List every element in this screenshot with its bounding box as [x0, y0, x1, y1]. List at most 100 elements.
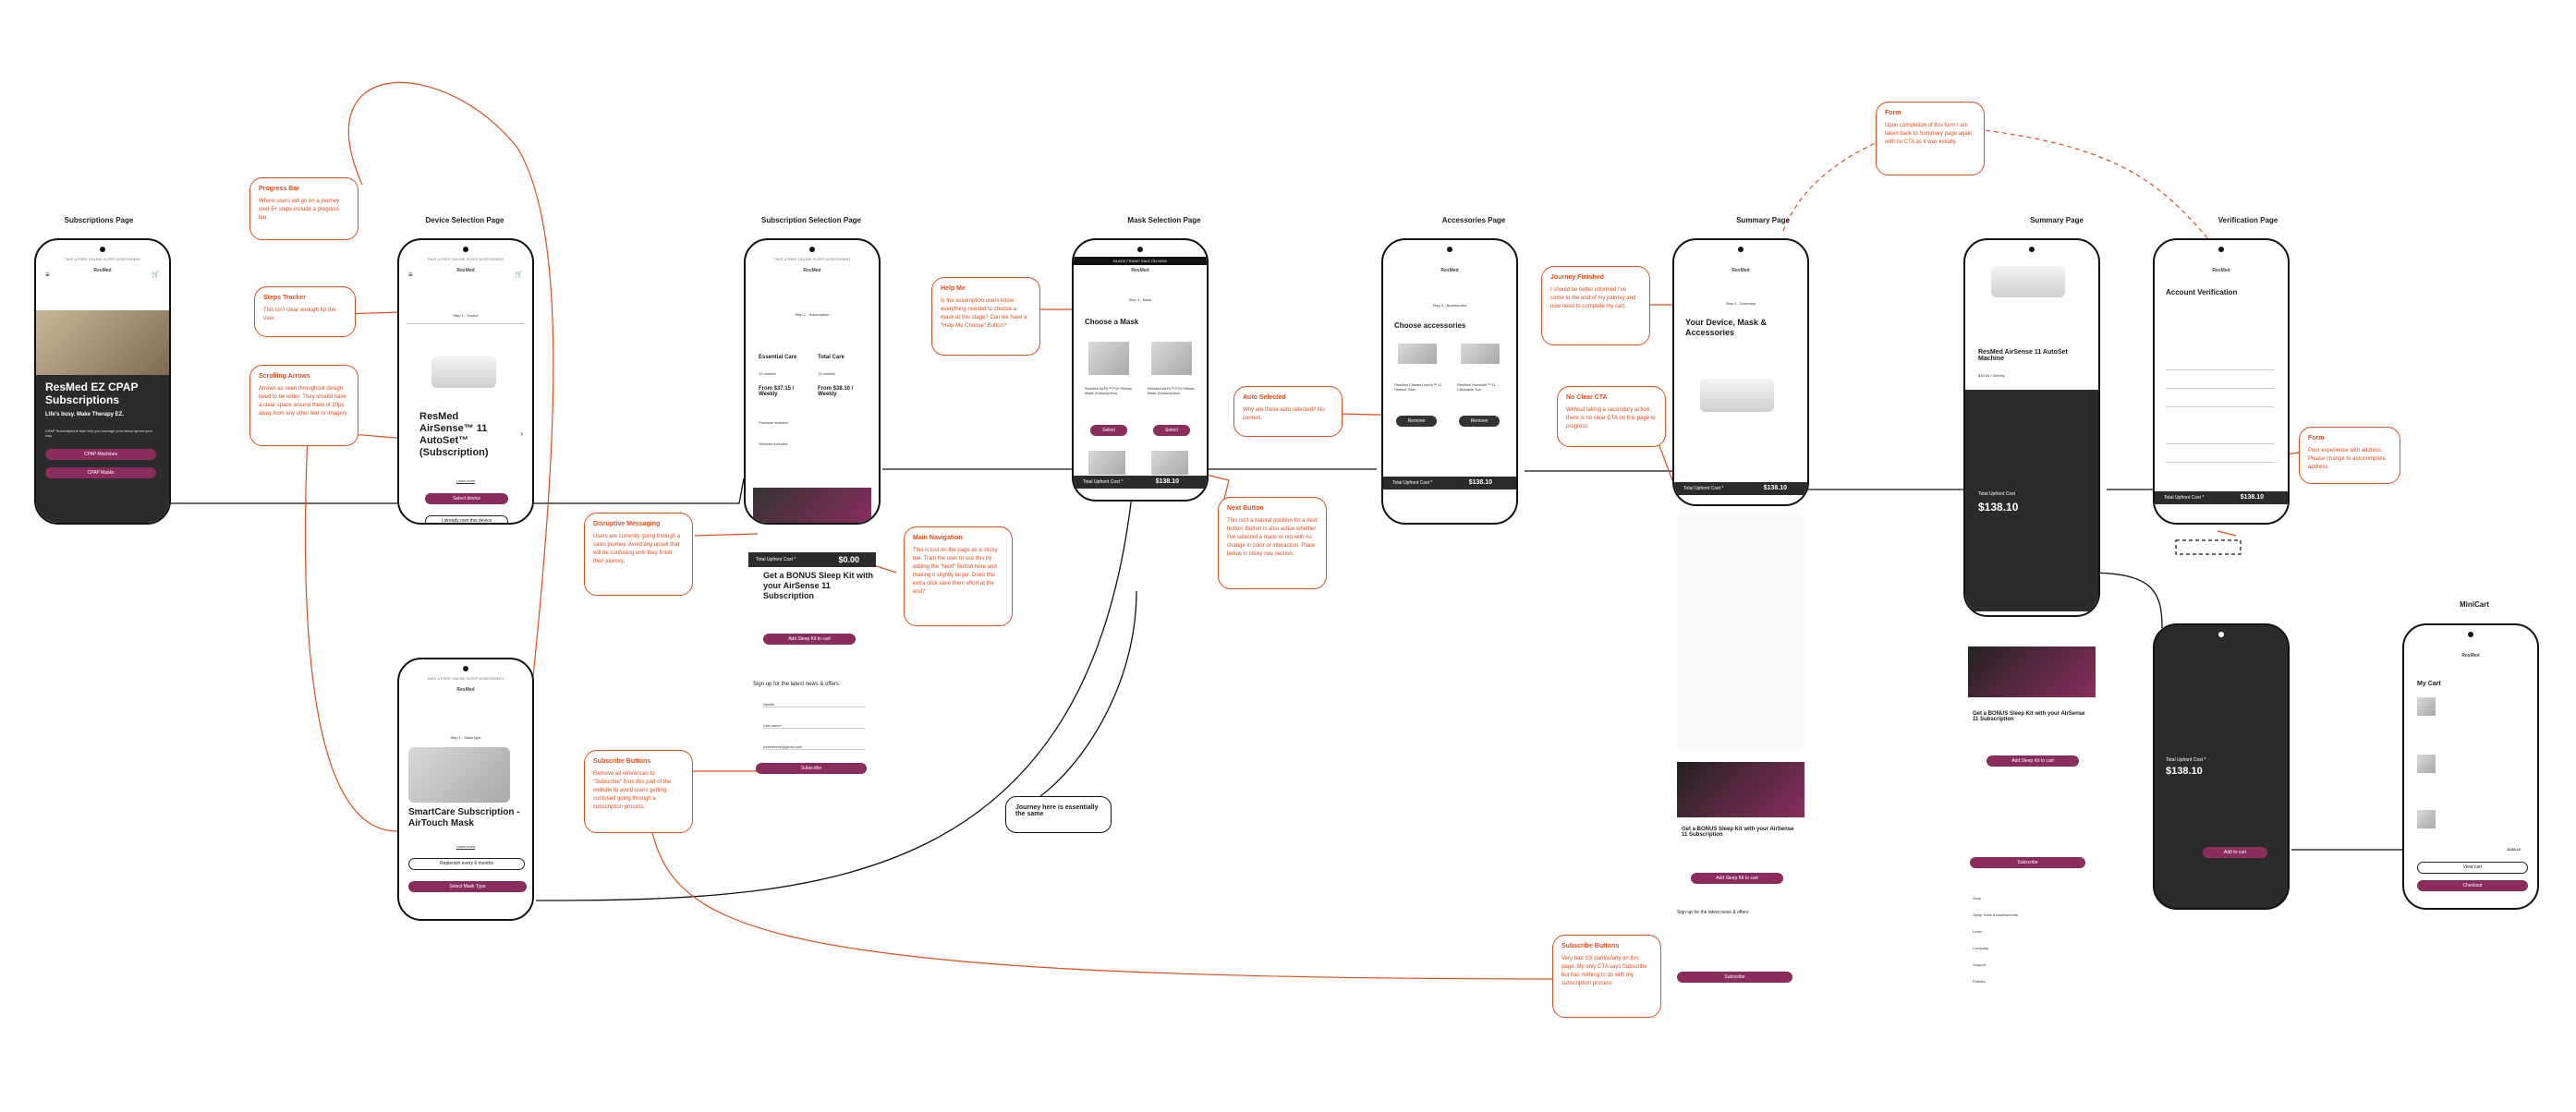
subscribe-button[interactable]: Subscribe — [756, 763, 867, 774]
steps-tracker: Step 4 - Accessories — [1432, 303, 1467, 308]
steps-tracker: Step 1 - Mask type — [450, 735, 481, 740]
already-own-device-button[interactable]: I already own this device — [425, 515, 508, 523]
add-sleep-kit-button[interactable]: Add Sleep Kit to cart — [763, 634, 856, 645]
address-field[interactable] — [2166, 462, 2275, 463]
sale-banner[interactable]: BLACK FRIDAY SALE ON NOW — [1074, 257, 1207, 265]
brand-logo[interactable]: ResMed — [2461, 653, 2480, 659]
annotation-body: This isn't clear enough for the user. — [263, 308, 336, 321]
mask-product-image — [1151, 451, 1188, 475]
annotation-body: Users are currently going through a sale… — [593, 534, 681, 564]
add-sleep-kit-button[interactable]: Add Sleep Kit to cart — [1691, 873, 1783, 884]
plan-total[interactable]: Total Care — [818, 355, 844, 360]
remove-accessory-button[interactable]: Remove — [1459, 416, 1500, 427]
device-image — [431, 356, 496, 388]
checkout-button[interactable]: Checkout — [2417, 880, 2528, 891]
first-name-field[interactable]: Neville — [763, 702, 865, 707]
annotation-body: Without taking a secondary action there … — [1566, 407, 1656, 429]
cpap-masks-button[interactable]: CPAP Masks — [45, 467, 156, 478]
menu-icon[interactable]: ≡ — [45, 271, 50, 279]
page-title-verification: Verification Page — [2218, 216, 2278, 224]
form-field[interactable] — [2166, 406, 2275, 407]
total-label: Total Upfront Cost * — [1083, 479, 1124, 485]
brand-logo[interactable]: ResMed — [1440, 268, 1459, 273]
footer-link-company[interactable]: Company — [1973, 946, 1989, 950]
accessory-image — [1461, 344, 1500, 364]
footer-link-sleep-tests[interactable]: Sleep Tests & Assessments — [1973, 913, 2019, 917]
learn-more-link[interactable]: Learn more — [456, 478, 476, 483]
phone-subscription-selection: TAKE A FREE ONLINE SLEEP ASSESSMENT ResM… — [744, 238, 881, 525]
phone-summary-2: ResMed AirSense 11 AutoSet Machine $33.0… — [1963, 238, 2100, 617]
signup-heading: Sign up for the latest news & offers — [1677, 910, 1749, 915]
camera-notch — [2468, 632, 2473, 637]
last-name-field[interactable]: Last name* — [763, 723, 865, 729]
select-mask-type-button[interactable]: Select Mask Type — [408, 881, 527, 892]
products-included-row[interactable]: Products included — [759, 420, 788, 425]
page-title-device: Device Selection Page — [425, 216, 504, 224]
cart-icon[interactable]: 🛒 — [152, 272, 160, 278]
brand-logo[interactable]: ResMed — [1131, 268, 1149, 273]
page-title-subscription: Subscription Selection Page — [760, 216, 862, 224]
plan-essential[interactable]: Essential Care — [759, 355, 797, 360]
camera-notch — [463, 247, 468, 252]
subscribe-button[interactable]: Subscribe — [1677, 972, 1792, 983]
remove-accessory-button[interactable]: Remove — [1396, 416, 1437, 427]
annotation-body: Arrows as seen throughout design need to… — [259, 386, 347, 417]
term-total[interactable]: 12 months — [818, 371, 835, 376]
footer-link-shop[interactable]: Shop — [1973, 896, 1982, 900]
footer-link-policies[interactable]: Policies — [1973, 979, 1986, 984]
cpap-machines-button[interactable]: CPAP Machines — [45, 449, 156, 460]
select-mask-button[interactable]: Select — [1090, 425, 1127, 436]
hero-title: ResMed EZ CPAP Subscriptions — [45, 381, 139, 406]
mask-product-image — [1088, 451, 1125, 475]
summary-product-list — [1677, 513, 1804, 753]
scroll-arrow-icon[interactable]: › — [520, 429, 523, 438]
select-mask-button[interactable]: Select — [1153, 425, 1190, 436]
device-image — [1991, 266, 2065, 297]
promo-bar[interactable]: TAKE A FREE ONLINE SLEEP ASSESSMENT — [773, 257, 851, 261]
page-title-accessories: Accessories Page — [1441, 216, 1506, 224]
email-field[interactable]: neeeeeeee@gmail.com — [763, 744, 865, 750]
annotation-title: Steps Tracker — [263, 295, 306, 301]
footer-link-support[interactable]: Support — [1973, 962, 1987, 967]
camera-notch — [2218, 632, 2224, 637]
subscribe-button[interactable]: Subscribe — [1970, 857, 2085, 868]
select-device-button[interactable]: Select device — [425, 493, 508, 504]
annotation-title: Disruptive Messaging — [593, 521, 661, 527]
brand-logo[interactable]: ResMed — [2212, 268, 2230, 273]
replenish-dropdown[interactable]: Replenish every 6 months — [408, 858, 525, 870]
total-label: Total Upfront Cost * — [756, 557, 796, 562]
cart-total-label: Total Upfront Cost * — [2166, 757, 2206, 763]
form-field[interactable] — [2166, 369, 2275, 370]
promo-title: Get a BONUS Sleep Kit with your AirSense… — [1682, 827, 1794, 838]
brand-logo[interactable]: ResMed — [456, 268, 475, 273]
footer-link-learn[interactable]: Learn — [1973, 929, 1983, 934]
product-title: SmartCare Subscription - AirTouch Mask — [408, 807, 520, 828]
brand-logo[interactable]: ResMed — [93, 268, 112, 273]
promo-bar[interactable]: TAKE A FREE ONLINE SLEEP ASSESSMENT — [64, 257, 141, 261]
annotation-title: Form — [2308, 435, 2325, 441]
brand-logo[interactable]: ResMed — [803, 268, 821, 273]
form-field[interactable] — [2166, 388, 2275, 389]
total-value: $138.10 — [1763, 485, 1787, 491]
learn-more-link[interactable]: Learn more — [456, 844, 476, 849]
brand-logo[interactable]: ResMed — [1732, 268, 1750, 273]
brand-logo[interactable]: ResMed — [456, 687, 475, 693]
term-essential[interactable]: 12 months — [759, 371, 776, 376]
view-cart-button[interactable]: View cart — [2417, 862, 2528, 874]
add-to-cart-button[interactable]: Add to cart — [2203, 847, 2267, 858]
promo-banner-image — [1677, 762, 1804, 817]
menu-icon[interactable]: ≡ — [408, 271, 413, 279]
promo-bar[interactable]: TAKE A FREE ONLINE SLEEP ASSESSMENT — [427, 676, 504, 681]
promo-bar[interactable]: TAKE A FREE ONLINE SLEEP ASSESSMENT — [427, 257, 504, 261]
address-field[interactable] — [2166, 443, 2275, 444]
phone-verification-cart: Total Upfront Cost * $138.10 Add to cart — [2153, 623, 2290, 910]
services-included-row[interactable]: Services included — [759, 441, 788, 446]
add-sleep-kit-button[interactable]: Add Sleep Kit to cart — [1987, 755, 2079, 767]
summary-heading: Your Device, Mask & Accessories — [1685, 318, 1767, 337]
annotation-body: This isn't a natural position for a next… — [1227, 518, 1318, 557]
cart-icon[interactable]: 🛒 — [515, 272, 523, 278]
